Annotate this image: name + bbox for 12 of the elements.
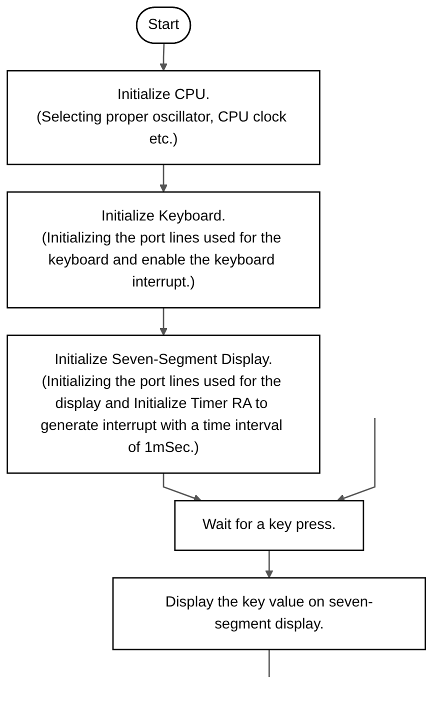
- node-box: Initialize Seven-Segment Display. (Initializing the port lines used for the display and Initialize Timer RA to generate interrupt with a time interval of 1mSec.): [6, 334, 321, 474]
- node-box: Initialize CPU. (Selecting proper oscillator, CPU clock etc.): [6, 70, 321, 166]
- arrow: [160, 164, 168, 192]
- arrow: [336, 418, 376, 502]
- connector: [268, 650, 270, 678]
- arrow: [160, 44, 168, 72]
- node-box: Display the key value on seven-segment display.: [112, 577, 426, 650]
- arrow: [265, 550, 274, 578]
- arrow: [162, 473, 202, 502]
- node-box: Wait for a key press.: [174, 500, 364, 551]
- node-box: Initialize Keyboard. (Initializing the port lines used for the keyboard and enable the keyboard interrupt.): [6, 191, 321, 308]
- arrow: [160, 308, 168, 336]
